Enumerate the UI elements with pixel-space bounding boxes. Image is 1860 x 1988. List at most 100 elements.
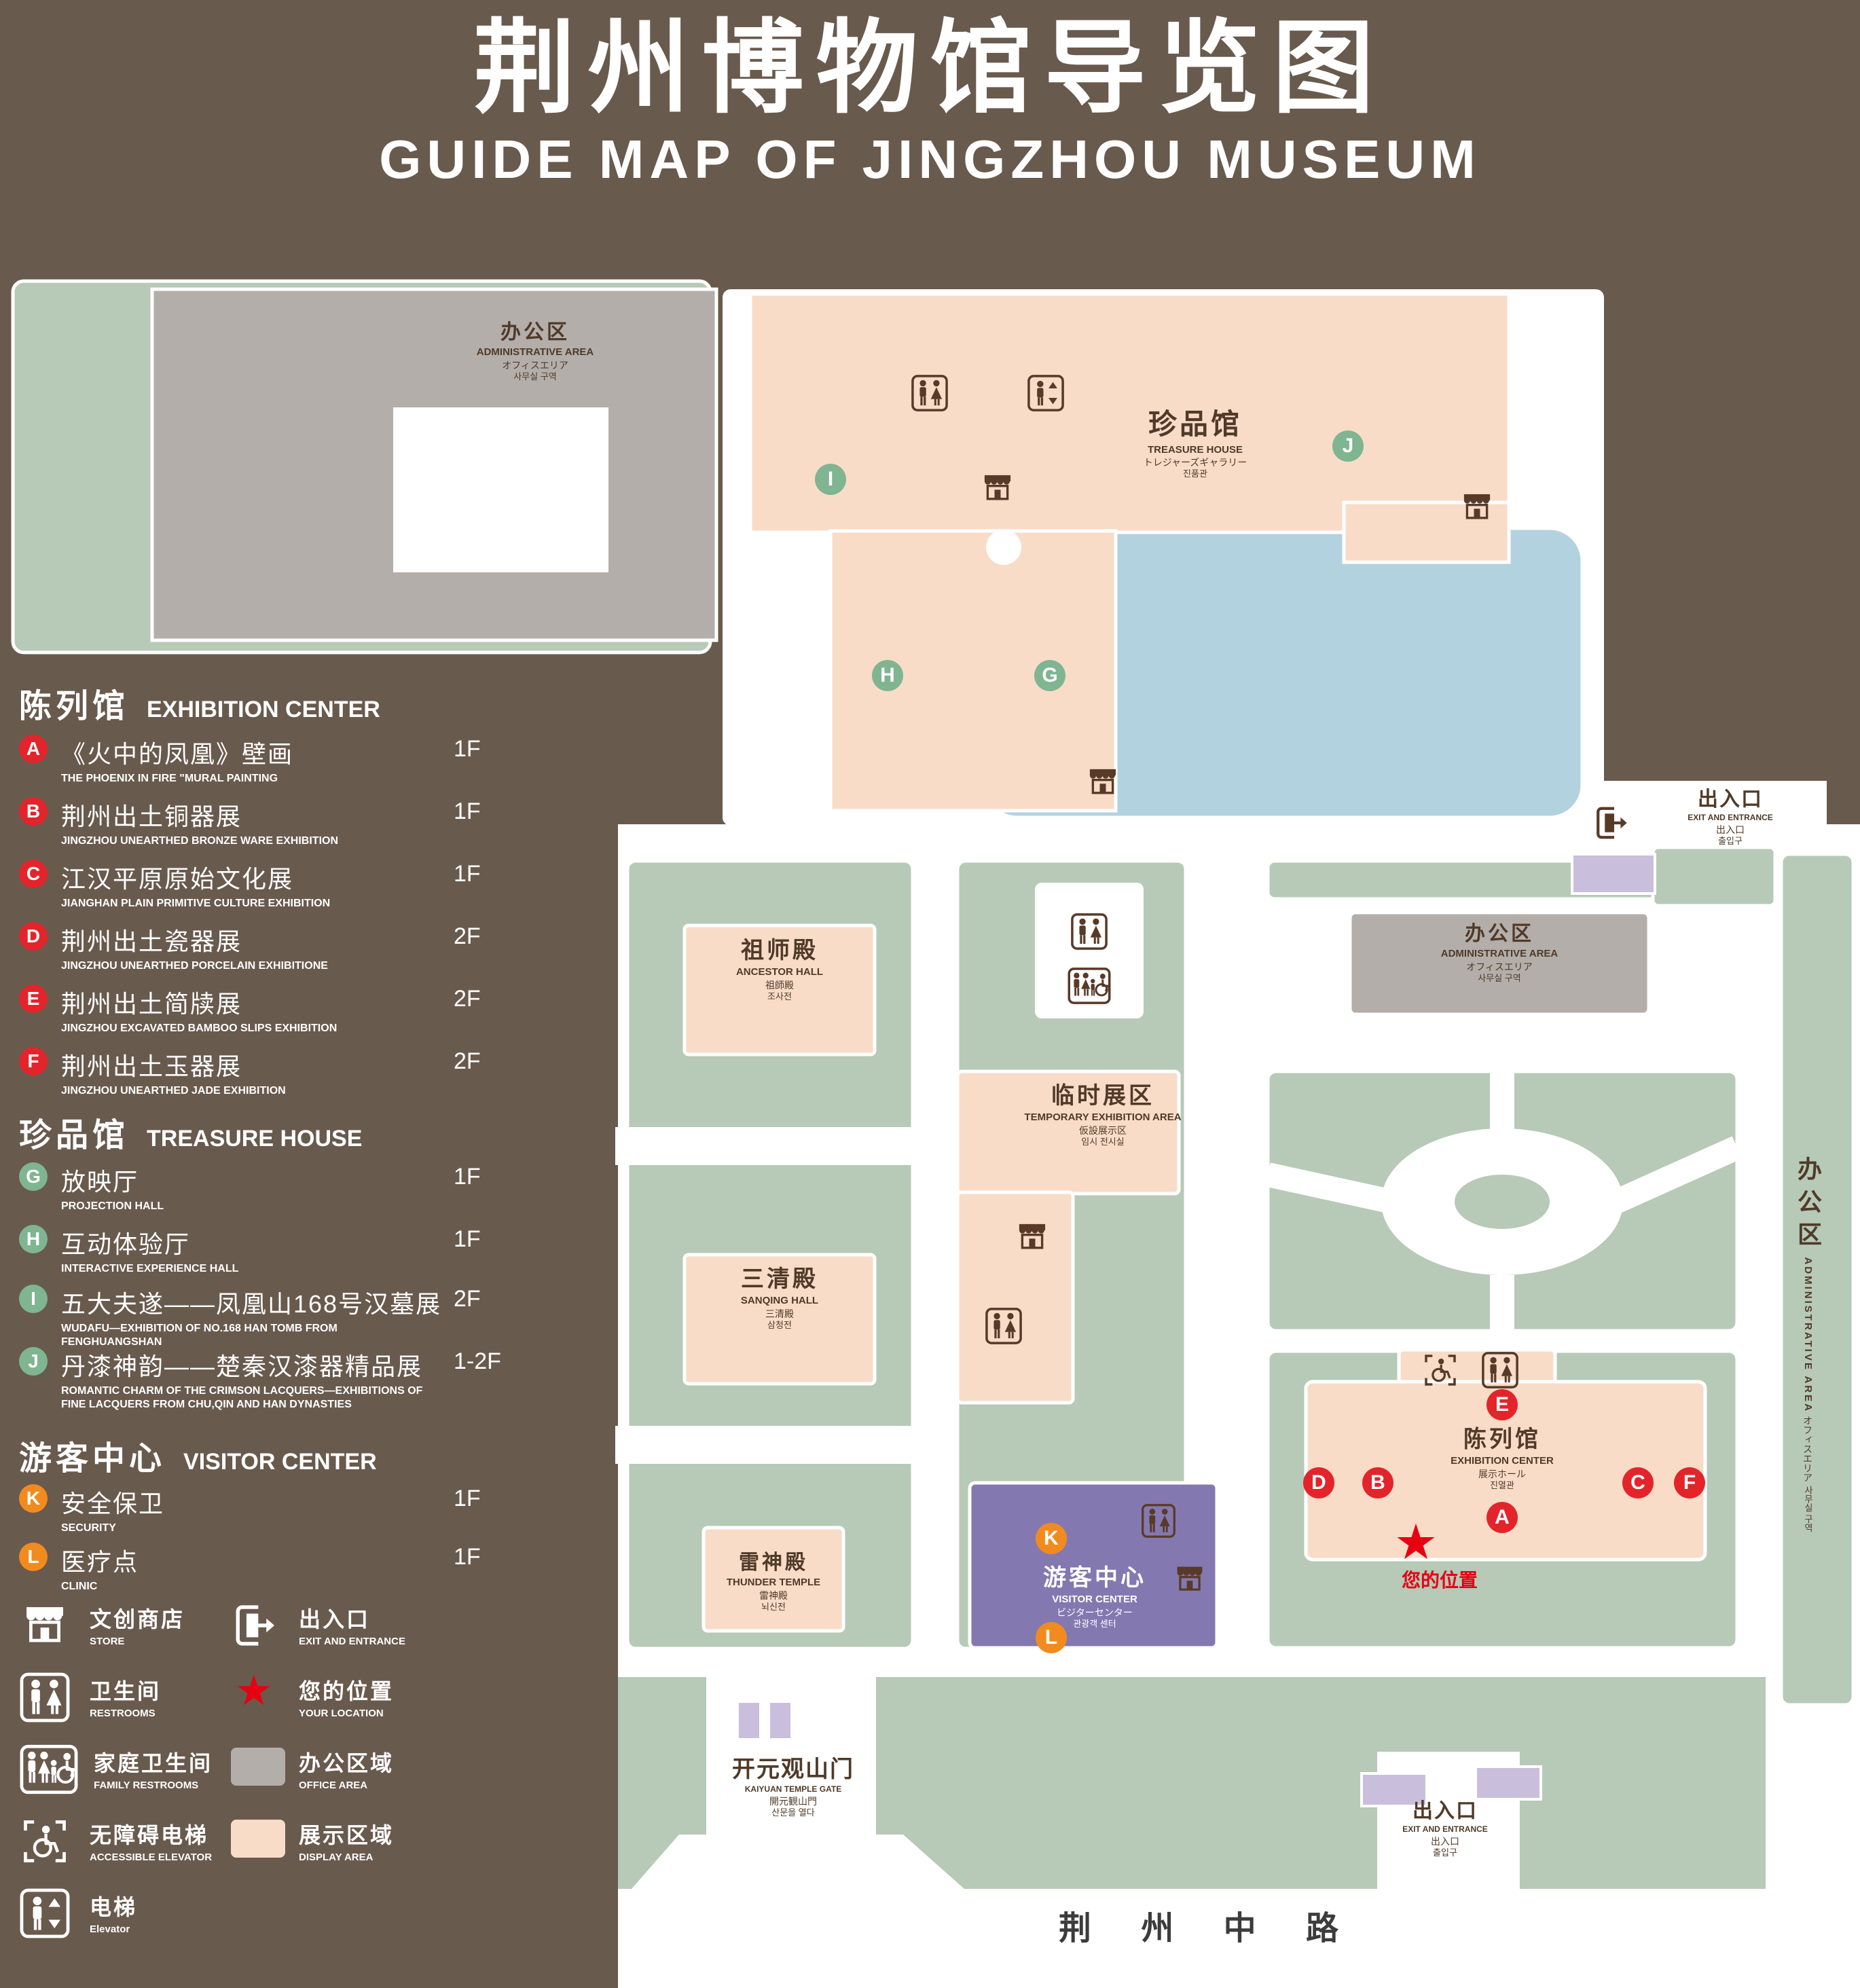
admin-building-mid <box>1348 910 1651 1016</box>
admin-courtyard <box>393 407 608 572</box>
exit-bottom-block-left <box>1360 1772 1428 1807</box>
map-marker-c: C <box>1622 1467 1654 1498</box>
map-label-admin-mid: 办公区 ADMINISTRATIVE AREA オフィスエリア 사무실 구역 <box>1440 923 1558 983</box>
accessible-elevator-icon <box>19 1816 71 1867</box>
legend-badge-j: J <box>19 1347 48 1376</box>
restroom-icon <box>985 1307 1023 1345</box>
legend-item-i: I 五大夫遂——凤凰山168号汉墓展 WUDAFU—EXHIBITION OF … <box>19 1285 522 1349</box>
map-marker-g: G <box>1034 660 1065 691</box>
legend-badge-f: F <box>19 1047 48 1075</box>
legend-item-a: A 《火中的凤凰》壁画 THE PHOENIX IN FIRE "MURAL P… <box>19 735 522 786</box>
gate-block-left <box>736 1700 762 1741</box>
map-label-exit-bottom: 出入口 EXIT AND ENTRANCE 出入口 출입구 <box>1402 1800 1488 1858</box>
legend-item-g: G 放映厅 PROJECTION HALL 1F <box>19 1162 522 1213</box>
family-restroom-icon <box>1067 967 1112 1005</box>
legend-item-e: E 荆州出土简牍展 JINGZHOU EXCAVATED BAMBOO SLIP… <box>19 984 522 1035</box>
map-marker-j: J <box>1332 430 1364 462</box>
treasure-house-stub <box>1342 500 1511 564</box>
legend-badge-l: L <box>19 1543 48 1571</box>
restroom-court <box>1035 883 1144 1018</box>
store-icon <box>979 470 1016 507</box>
store-icon <box>1084 764 1121 800</box>
store-icon <box>1172 1562 1207 1597</box>
family-restroom-icon <box>19 1744 79 1795</box>
map-marker-k: K <box>1036 1523 1067 1554</box>
page-title: 荆州博物馆导览图 <box>473 11 1387 125</box>
entrance-block-right <box>1571 853 1656 895</box>
legend-item-j: J 丹漆神韵——楚秦汉漆器精品展 ROMANTIC CHARM OF THE C… <box>19 1347 522 1412</box>
legend-badge-g: G <box>19 1162 48 1191</box>
map-marker-i: I <box>815 464 846 495</box>
restroom-icon <box>19 1672 71 1723</box>
exit-icon <box>1590 803 1631 843</box>
legend-item-c: C 江汉平原原始文化展 JIANGHAN PLAIN PRIMITIVE CUL… <box>19 860 522 910</box>
green-strip-right <box>1779 852 1855 1707</box>
exit-bottom-block-right <box>1474 1765 1542 1801</box>
map-label-sanqing-hall: 三清殿 SANQING HALL 三清殿 삼청전 <box>740 1266 819 1330</box>
legend-badge-b: B <box>19 797 48 826</box>
legend-badge-e: E <box>19 984 48 1013</box>
gate-road <box>632 1835 964 1889</box>
legend-item-f: F 荆州出土玉器展 JINGZHOU UNEARTHED JADE EXHIBI… <box>19 1047 522 1098</box>
map-marker-a: A <box>1487 1502 1518 1533</box>
map-label-temporary-exhibition: 临时展区 TEMPORARY EXHIBITION AREA 仮設展示区 임시 … <box>1024 1083 1182 1147</box>
elevator-icon <box>19 1888 71 1939</box>
fountain <box>986 530 1021 565</box>
legend-badge-i: I <box>19 1285 48 1313</box>
your-location-label: 您的位置 <box>1401 1570 1478 1591</box>
legend-item-k: K 安全保卫 SECURITY 1F <box>19 1484 522 1535</box>
restroom-icon <box>1070 913 1108 951</box>
thunder-temple-building <box>701 1526 845 1633</box>
your-location-star-icon: ★ <box>235 1668 273 1714</box>
map-marker-b: B <box>1362 1467 1393 1498</box>
treasure-house-building <box>748 292 1511 534</box>
sanqing-hall-building <box>682 1253 877 1386</box>
legend-item-h: H 互动体验厅 INTERACTIVE EXPERIENCE HALL 1F <box>19 1225 522 1276</box>
restroom-icon <box>1141 1503 1176 1539</box>
accessible-elevator-icon <box>1421 1351 1459 1389</box>
map-label-ancestor-hall: 祖师殿 ANCESTOR HALL 祖師殿 조사전 <box>735 938 824 1001</box>
map-label-exit-right: 出入口 EXIT AND ENTRANCE 出入口 출입구 <box>1688 788 1773 846</box>
legend-badge-h: H <box>19 1225 48 1253</box>
map-marker-e: E <box>1487 1389 1518 1420</box>
legend-badge-k: K <box>19 1484 48 1513</box>
elevator-icon <box>1027 374 1065 412</box>
ancestor-hall-building <box>682 923 877 1056</box>
legend-item-b: B 荆州出土铜器展 JINGZHOU UNEARTHED BRONZE WARE… <box>19 797 522 848</box>
page-subtitle: GUIDE MAP OF JINGZHOU MUSEUM <box>379 129 1481 189</box>
restroom-icon <box>911 374 949 412</box>
store-icon <box>19 1600 71 1651</box>
office-area-swatch <box>231 1748 285 1786</box>
map-label-treasure-house: 珍品馆 TREASURE HOUSE トレジャーズギャラリー 진품관 <box>1143 408 1247 479</box>
store-icon <box>1459 489 1495 526</box>
garden-island <box>1455 1175 1550 1229</box>
legend-badge-c: C <box>19 860 48 888</box>
map-label-kaiyuan-gate: 开元观山门 KAIYUAN TEMPLE GATE 開元観山門 산문을 열다 <box>732 1756 854 1818</box>
map-marker-f: F <box>1674 1467 1705 1498</box>
restroom-icon <box>1481 1351 1519 1389</box>
display-area-swatch <box>231 1820 285 1858</box>
map-marker-l: L <box>1036 1622 1067 1653</box>
map-label-admin-top: 办公区 ADMINISTRATIVE AREA オフィスエリア 사무실 구역 <box>476 321 594 382</box>
store-icon <box>1014 1219 1051 1255</box>
map-label-visitor-center: 游客中心 VISITOR CENTER ビジターセンター 관광객 센터 <box>1043 1565 1146 1629</box>
exit-icon <box>228 1600 280 1651</box>
path-left-1 <box>615 1127 922 1165</box>
garden-path-1 <box>1265 1162 1395 1214</box>
legend-item-d: D 荆州出土瓷器展 JINGZHOU UNEARTHED PORCELAIN E… <box>19 922 522 973</box>
visitor-center-building <box>968 1481 1219 1650</box>
map-label-thunder-temple: 雷神殿 THUNDER TEMPLE 雷神殿 뇌신전 <box>726 1551 821 1612</box>
green-patch-exit <box>1651 845 1777 908</box>
poster-header: 荆州博物馆导览图 GUIDE MAP OF JINGZHOU MUSEUM <box>0 0 1860 191</box>
legend-badge-a: A <box>19 735 48 763</box>
